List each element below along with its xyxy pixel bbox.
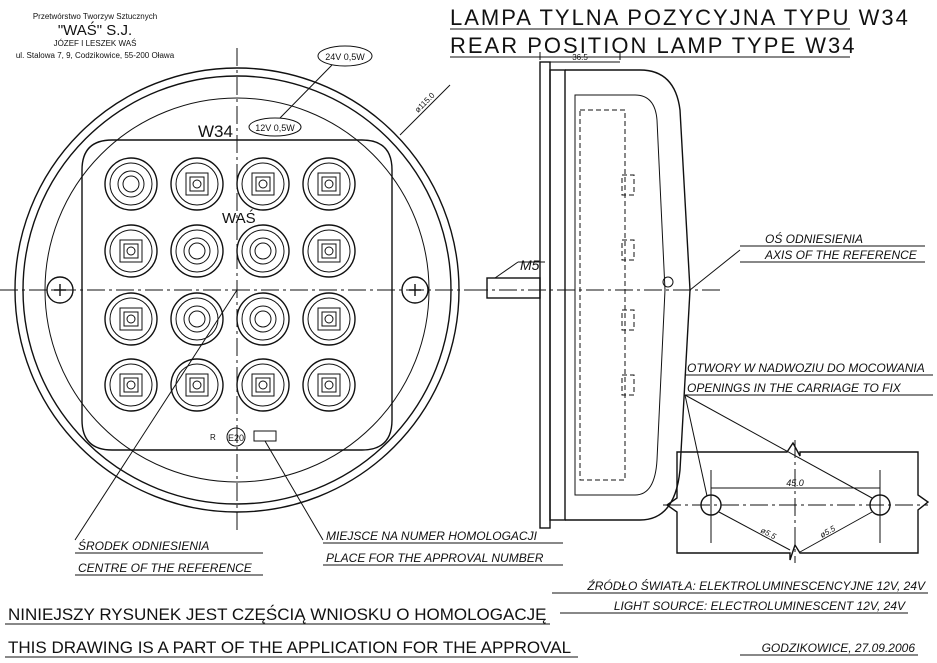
footer-en: THIS DRAWING IS A PART OF THE APPLICATIO… [8, 638, 571, 657]
approval-r: R [210, 433, 216, 442]
place-date: GODZIKOWICE, 27.09.2006 [762, 641, 916, 655]
screw-left-icon [46, 276, 74, 304]
voltage-24v-label: 24V 0,5W [325, 52, 365, 62]
voltage-12v-label: 12V 0,5W [255, 123, 295, 133]
led-icon [302, 224, 356, 278]
led-icon [170, 292, 224, 346]
brand-label: WAŚ [222, 209, 256, 227]
led-grid [104, 157, 356, 412]
led-icon [104, 157, 158, 211]
model-label: W34 [198, 122, 233, 141]
company-block: Przetwórstwo Tworzyw Sztucznych "WAŚ" S.… [16, 12, 175, 60]
lens-outline [81, 139, 393, 451]
diameter-label: ø115.0 [413, 90, 437, 114]
mounting-detail: 45.0 ø5.5 ø5.5 [663, 394, 930, 563]
company-owners: JÓZEF I LESZEK WAŚ [54, 39, 137, 48]
led-icon [236, 292, 290, 346]
footer-pl: NINIEJSZY RYSUNEK JEST CZĘŚCIĄ WNIOSKU O… [8, 605, 546, 624]
hole-right-dimension: ø5.5 [819, 524, 838, 540]
led-icon [170, 157, 224, 211]
light-source-en: LIGHT SOURCE: ELECTROLUMINESCENT 12V, 24… [614, 599, 906, 613]
led-icon [236, 157, 290, 211]
company-address: ul. Stalowa 7, 9, Codzikowice, 55-200 Oł… [16, 51, 175, 60]
front-view: W34 12V 0,5W 24V 0,5W WAŚ ø115.0 R E20 [0, 45, 480, 541]
width-dimension: 36.5 [572, 53, 588, 62]
led-icon [104, 358, 158, 412]
led-icon [170, 224, 224, 278]
side-view: 36.5 M5 [470, 52, 741, 529]
led-icon [302, 292, 356, 346]
approval-place-pl: MIEJSCE NA NUMER HOMOLOGACJI [326, 529, 538, 543]
axis-ref-en: AXIS OF THE REFERENCE [764, 248, 918, 262]
company-name: "WAŚ" S.J. [58, 21, 132, 39]
centre-ref-en: CENTRE OF THE REFERENCE [78, 561, 253, 575]
spacing-dimension: 45.0 [786, 478, 804, 488]
company-line1: Przetwórstwo Tworzyw Sztucznych [33, 12, 157, 21]
axis-ref-pl: OŚ ODNIESIENIA [765, 231, 863, 246]
led-icon [104, 224, 158, 278]
screw-right-icon [401, 276, 429, 304]
light-source-pl: ŹRÓDŁO ŚWIATŁA: ELEKTROLUMINESCENCYJNE 1… [586, 578, 926, 593]
hole-left-dimension: ø5.5 [759, 526, 778, 542]
approval-mark: E20 [228, 433, 244, 443]
led-icon [302, 157, 356, 211]
led-icon [302, 358, 356, 412]
led-icon [104, 292, 158, 346]
openings-pl: OTWORY W NADWOZIU DO MOCOWANIA [687, 361, 925, 375]
approval-number-box [253, 430, 277, 442]
thread-label: M5 [520, 257, 540, 273]
approval-place-en: PLACE FOR THE APPROVAL NUMBER [326, 551, 544, 565]
title-pl: LAMPA TYLNA POZYCYJNA TYPU W34 [450, 5, 910, 30]
led-icon [170, 358, 224, 412]
led-icon [236, 358, 290, 412]
openings-en: OPENINGS IN THE CARRIAGE TO FIX [687, 381, 902, 395]
led-icon [236, 224, 290, 278]
centre-ref-pl: ŚRODEK ODNIESIENIA [78, 538, 209, 553]
title-en: REAR POSITION LAMP TYPE W34 [450, 33, 857, 58]
